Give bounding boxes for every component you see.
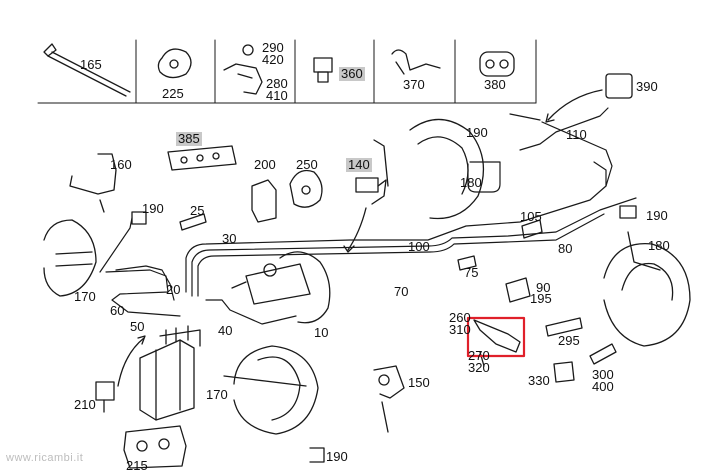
label-300: 300 (592, 367, 614, 382)
label-110: 110 (566, 127, 587, 142)
hose-90 (505, 277, 531, 303)
clip-190-bottom (309, 447, 325, 463)
sensor-330 (553, 361, 575, 383)
bracket-200 (251, 179, 277, 223)
bracket-260 (473, 319, 521, 367)
label-170b: 170 (206, 387, 228, 402)
label-170a: 170 (74, 289, 96, 304)
hose-105 (521, 219, 543, 239)
label-280: 280 (266, 76, 288, 91)
highlight-box (466, 316, 526, 358)
label-380: 380 (484, 77, 506, 92)
bracket-160 (69, 153, 117, 213)
label-90: 90 (536, 280, 551, 295)
label-310: 310 (449, 322, 471, 337)
sensor-plug-icon (313, 57, 333, 83)
sensor-140 (355, 139, 389, 205)
cable-tie-icon (43, 43, 131, 97)
unit-150 (373, 365, 405, 433)
watermark: www.ricambi.it (6, 452, 84, 464)
label-400: 400 (592, 379, 614, 394)
label-420: 420 (262, 52, 284, 67)
clip-250 (289, 169, 323, 208)
label-200: 200 (254, 157, 276, 172)
clip-bracket-icon (391, 49, 441, 75)
arrow-140 (343, 207, 367, 253)
label-70: 70 (394, 284, 409, 299)
brake-lines (185, 107, 637, 297)
label-250: 250 (296, 157, 318, 172)
label-190a: 190 (466, 125, 488, 140)
pipe-clamp-icon (479, 51, 515, 77)
label-360: 360 (339, 66, 365, 81)
label-40: 40 (218, 323, 233, 338)
label-190b: 190 (142, 201, 164, 216)
label-195: 195 (530, 291, 552, 306)
label-370: 370 (403, 77, 425, 92)
clip-190-right (619, 205, 637, 219)
label-330: 330 (528, 373, 550, 388)
label-30: 30 (222, 231, 237, 246)
label-60: 60 (110, 303, 125, 318)
label-100: 100 (408, 239, 430, 254)
abs-unit (139, 325, 201, 421)
left-hub (43, 219, 97, 297)
label-10: 10 (314, 325, 329, 340)
header-row-frame (37, 39, 537, 104)
block-215 (123, 425, 187, 469)
label-260: 260 (449, 310, 471, 325)
hose-25 (179, 213, 207, 231)
label-180b: 180 (648, 238, 670, 253)
front-brake-disc-right (603, 231, 691, 347)
label-320: 320 (468, 360, 490, 375)
label-180a: 180 (460, 175, 482, 190)
label-50: 50 (130, 319, 145, 334)
label-225: 225 (162, 86, 184, 101)
label-190c: 190 (646, 208, 668, 223)
block-390 (605, 73, 633, 99)
label-190d: 190 (326, 449, 348, 464)
label-80: 80 (558, 241, 573, 256)
left-brake-lines (99, 217, 297, 325)
label-215: 215 (126, 458, 148, 473)
label-75: 75 (464, 265, 479, 280)
brake-booster (231, 251, 331, 324)
label-105: 105 (520, 209, 542, 224)
front-brake-disc-upper (409, 118, 484, 220)
hose-300 (589, 343, 617, 365)
clip-190-left (131, 211, 147, 225)
hose-295 (545, 317, 583, 337)
round-clip-icon (157, 48, 192, 79)
strip-385 (167, 145, 237, 171)
label-270: 270 (468, 348, 490, 363)
label-295: 295 (558, 333, 580, 348)
sensor-210 (95, 381, 115, 413)
label-290: 290 (262, 40, 284, 55)
label-160: 160 (110, 157, 132, 172)
bracket-nut-icon (223, 44, 263, 95)
label-210: 210 (74, 397, 96, 412)
arrow-390 (545, 89, 603, 123)
label-25: 25 (190, 203, 205, 218)
label-385: 385 (176, 131, 202, 146)
label-390: 390 (636, 79, 658, 94)
label-165: 165 (80, 57, 102, 72)
rear-brake-disc (223, 345, 319, 435)
hose-75 (457, 255, 477, 271)
label-410: 410 (266, 88, 288, 103)
arrow-abs (117, 335, 146, 387)
label-150: 150 (408, 375, 430, 390)
label-140: 140 (346, 157, 372, 172)
label-20: 20 (166, 282, 181, 297)
